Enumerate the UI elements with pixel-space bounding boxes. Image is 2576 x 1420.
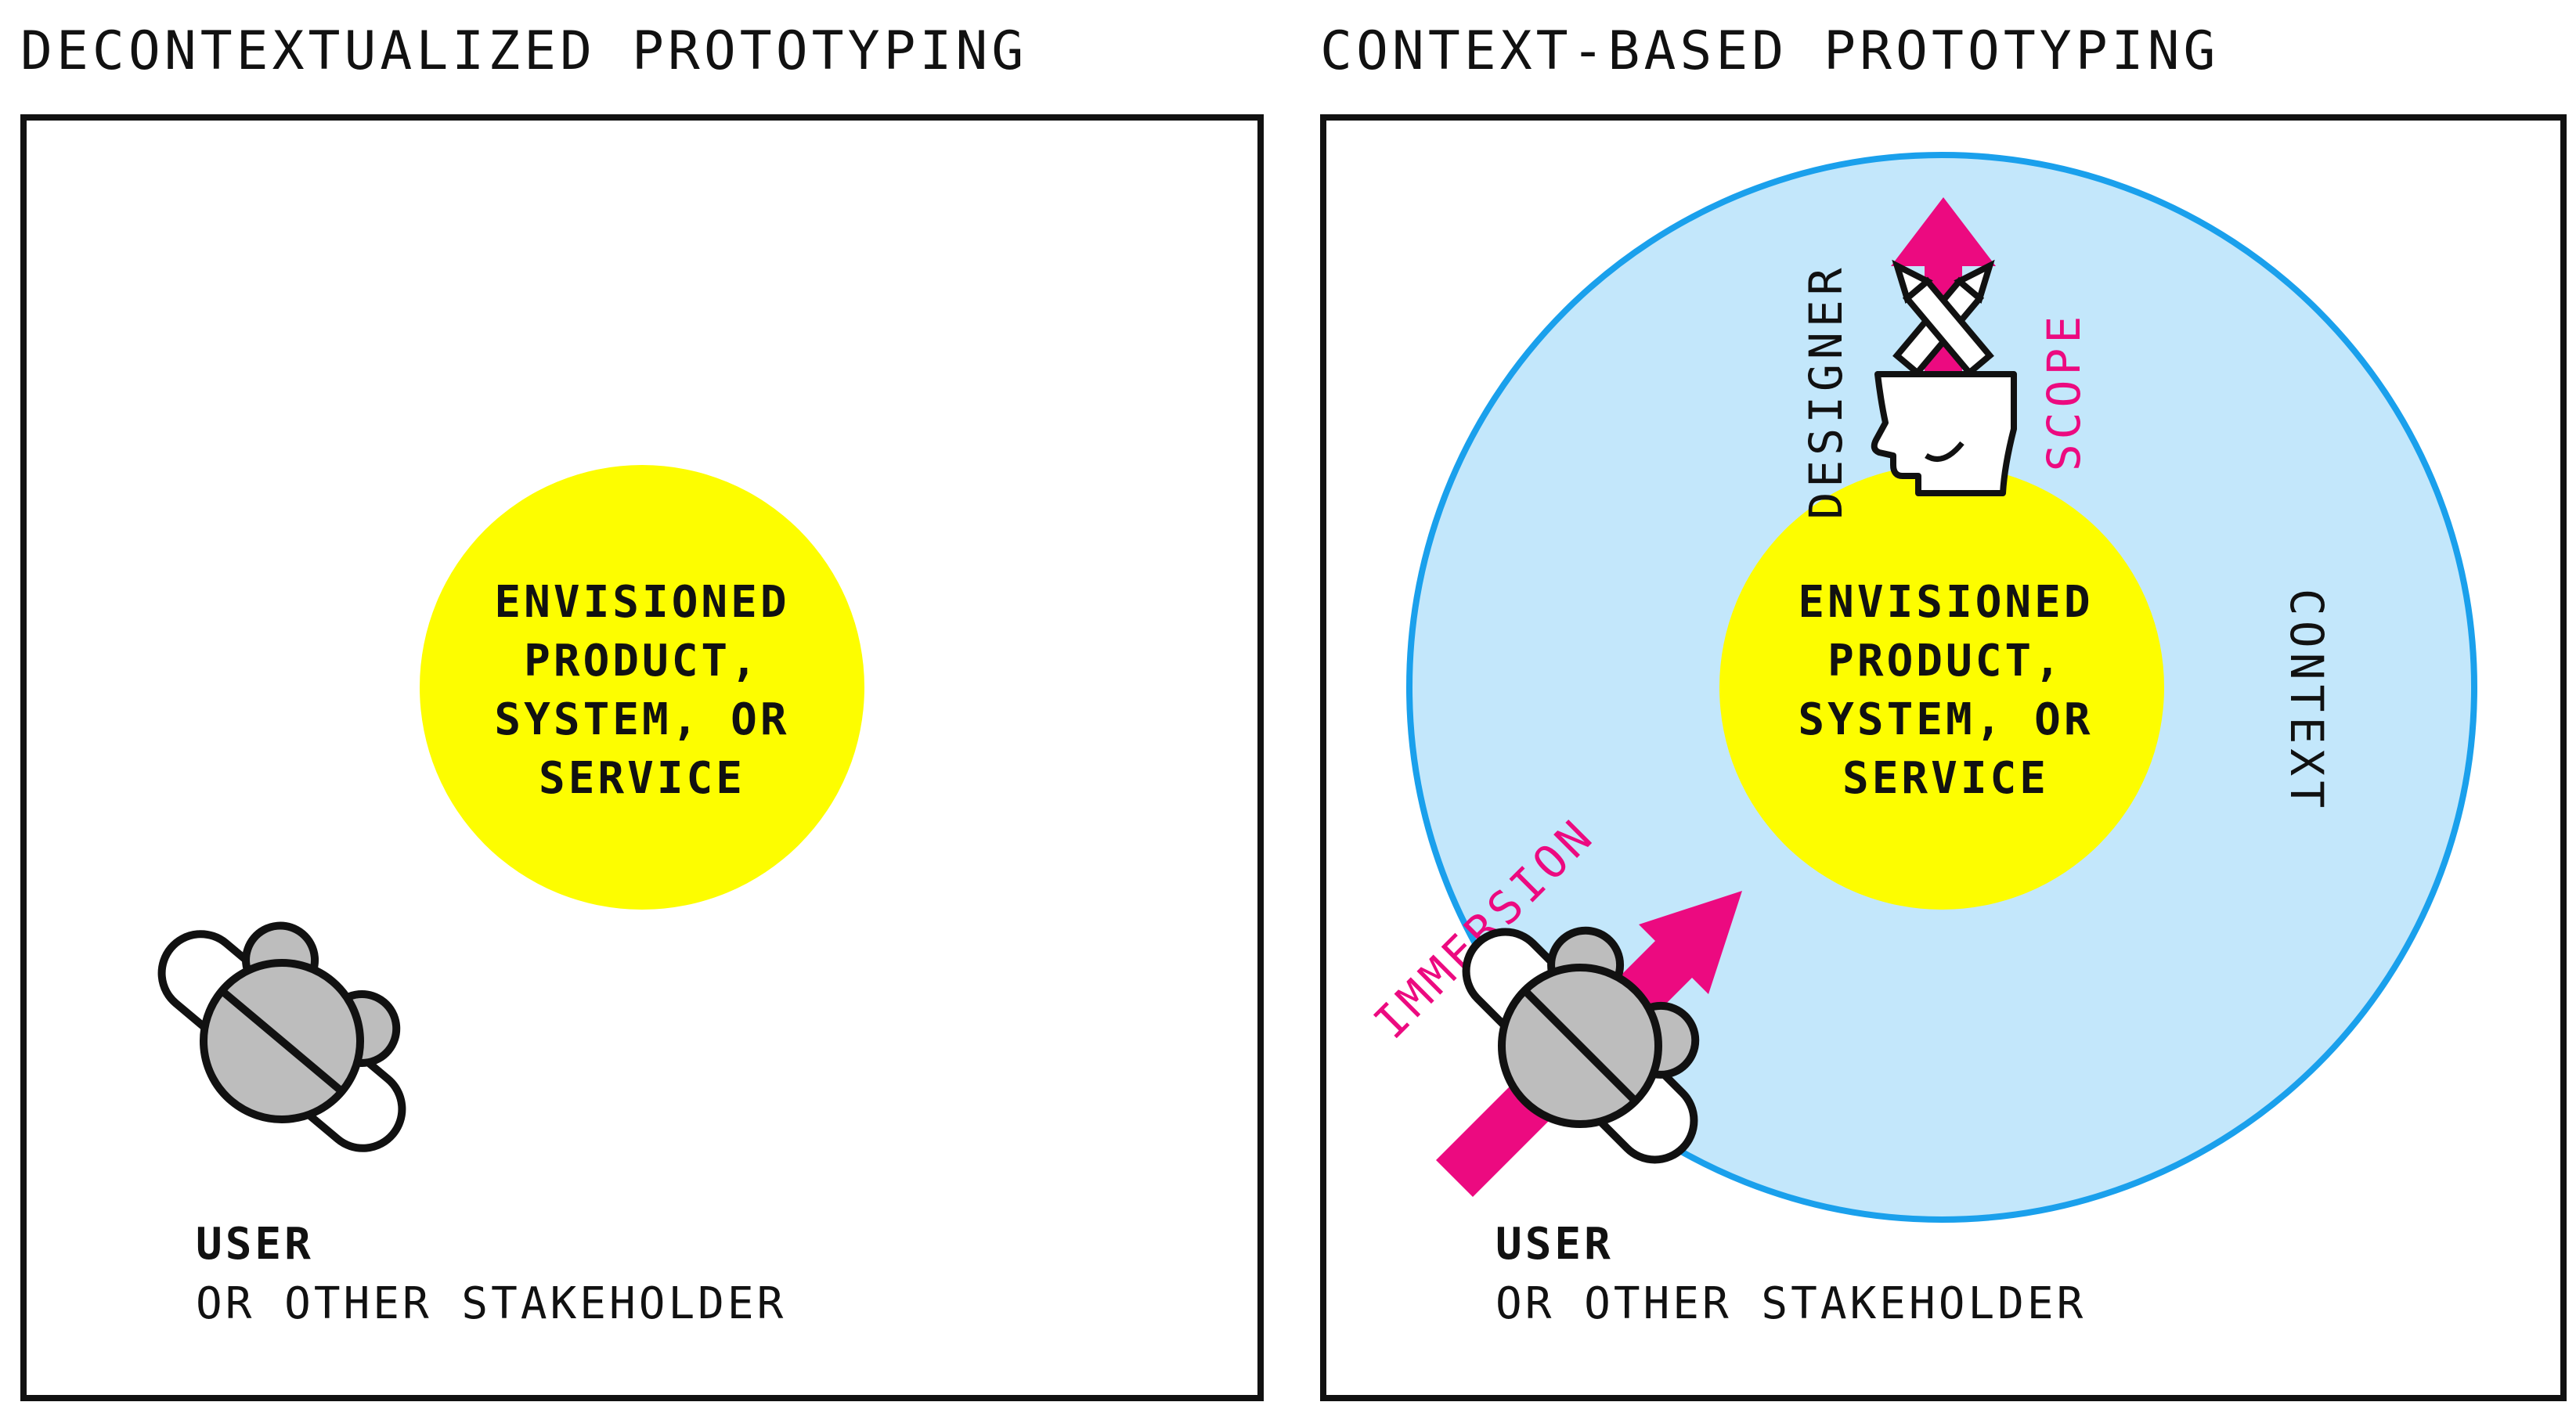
right-user-sublabel: OR OTHER STAKEHOLDER bbox=[1495, 1278, 2086, 1329]
right-panel-title: CONTEXT-BASED PROTOTYPING bbox=[1320, 20, 2220, 82]
scope-label: SCOPE bbox=[2037, 312, 2091, 472]
right-product-circle bbox=[1719, 465, 2164, 910]
left-panel: DECONTEXTUALIZED PROTOTYPING ENVISIONED … bbox=[20, 20, 1264, 1401]
left-product-label: ENVISIONED PRODUCT, SYSTEM, OR SERVICE bbox=[494, 577, 789, 804]
right-product-label: ENVISIONED PRODUCT, SYSTEM, OR SERVICE bbox=[1798, 577, 2093, 804]
left-product-line: ENVISIONED bbox=[494, 577, 789, 628]
context-label: CONTEXT bbox=[2280, 589, 2333, 813]
designer-label: DESIGNER bbox=[1799, 263, 1853, 519]
left-product-line: SYSTEM, OR bbox=[494, 694, 789, 745]
left-user-label: USER bbox=[196, 1219, 314, 1270]
right-product-line: SERVICE bbox=[1842, 753, 2049, 804]
right-product-line: SYSTEM, OR bbox=[1798, 694, 2093, 745]
designer-head-pencil-icon bbox=[1871, 259, 2017, 496]
left-product-line: SERVICE bbox=[539, 753, 745, 804]
left-product-circle bbox=[420, 465, 864, 910]
right-panel: CONTEXT-BASED PROTOTYPING ENVISIONED PRO… bbox=[1320, 20, 2567, 1401]
left-user-sublabel: OR OTHER STAKEHOLDER bbox=[196, 1278, 786, 1329]
right-user-label: USER bbox=[1495, 1219, 1614, 1270]
right-product-line: ENVISIONED bbox=[1798, 577, 2093, 628]
right-product-line: PRODUCT, bbox=[1827, 636, 2064, 687]
scope-arrow bbox=[1891, 197, 1996, 532]
left-product-line: PRODUCT, bbox=[524, 636, 760, 687]
left-panel-title: DECONTEXTUALIZED PROTOTYPING bbox=[20, 20, 1027, 82]
